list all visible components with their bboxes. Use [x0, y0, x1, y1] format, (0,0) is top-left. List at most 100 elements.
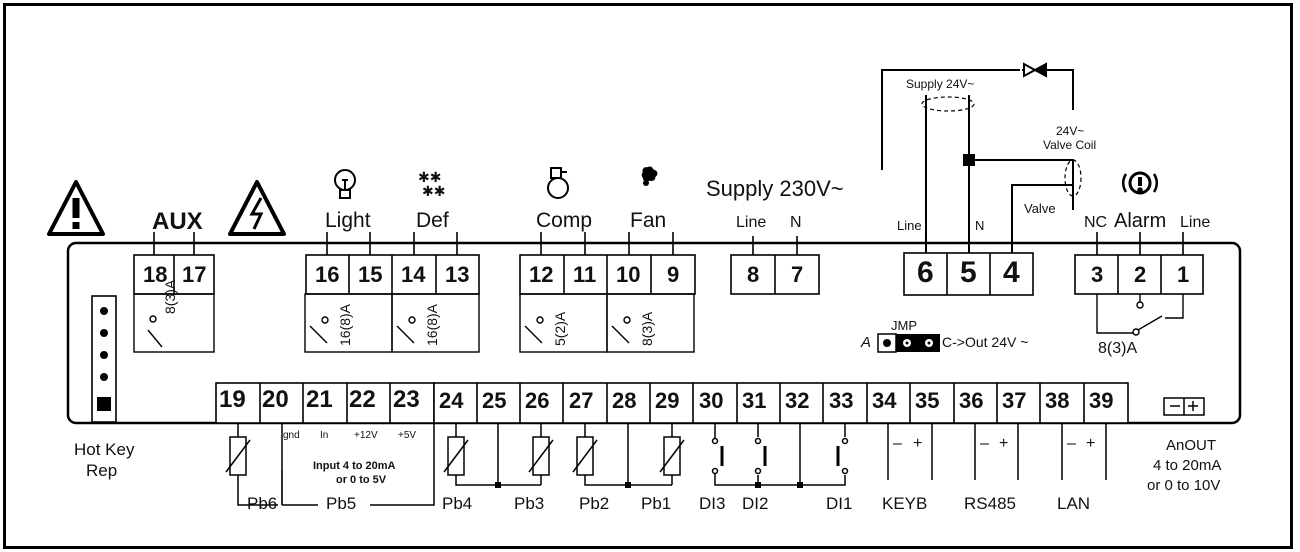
- n-label-b: N: [975, 218, 985, 233]
- rs485-minus: –: [980, 435, 989, 452]
- di1-label: DI1: [826, 494, 853, 513]
- keyb-label: KEYB: [882, 494, 928, 513]
- terminal-2: 2: [1134, 262, 1147, 287]
- pb5-label: Pb5: [326, 494, 357, 513]
- light-label: Light: [325, 209, 371, 232]
- jumper-c-label: C->Out 24V ~: [942, 334, 1029, 350]
- high-voltage-icon: [228, 180, 286, 236]
- line-label-a: Line: [736, 214, 767, 231]
- terminal-26: 26: [525, 388, 550, 413]
- pb5-5v-label: +5V: [398, 430, 417, 441]
- coil-label-1: 24V~: [1056, 124, 1085, 138]
- terminal-17: 17: [182, 262, 207, 287]
- terminal-31: 31: [742, 388, 767, 413]
- hotkey-label-2: Rep: [86, 461, 118, 480]
- terminal-36: 36: [959, 388, 984, 413]
- terminal-39: 39: [1089, 388, 1114, 413]
- comp-rating: 5(2)A: [552, 311, 568, 346]
- pb6-label: Pb6: [247, 494, 278, 513]
- supply-230-label: Supply 230V~: [706, 176, 844, 201]
- anout-terminal: [1163, 397, 1205, 416]
- top-leads: [153, 232, 1184, 255]
- terminal-12: 12: [529, 262, 554, 287]
- anout-label-1: AnOUT: [1166, 437, 1217, 454]
- terminal-6: 6: [917, 256, 934, 289]
- defrost-icon: ✱✱ ✱✱: [418, 169, 445, 199]
- valve-label: Valve: [1024, 201, 1056, 216]
- top-terminal-boxes: [133, 252, 1204, 296]
- fan-rating: 8(3)A: [639, 311, 655, 346]
- pb1-label: Pb1: [641, 494, 672, 513]
- probe-pb2: [572, 436, 598, 476]
- di2-label: DI2: [742, 494, 769, 513]
- twisted-pair-marker: [921, 96, 975, 112]
- anout-label-2: 4 to 20mA: [1153, 457, 1222, 474]
- alarm-icon: [1121, 171, 1159, 195]
- terminal-7: 7: [791, 262, 804, 287]
- terminal-16: 16: [315, 262, 340, 287]
- compressor-icon: [547, 167, 569, 199]
- terminal-15: 15: [358, 262, 383, 287]
- line-label-b: Line: [897, 218, 922, 233]
- hotkey-connector: [91, 295, 117, 423]
- lan-plus: +: [1086, 435, 1096, 452]
- probe-pb6: [225, 436, 251, 476]
- pb5-12v-label: +12V: [354, 430, 378, 441]
- alarm-label: Alarm: [1114, 210, 1167, 232]
- relay-symbols: [133, 293, 1184, 353]
- terminal-21: 21: [306, 386, 333, 413]
- comp-label: Comp: [536, 209, 593, 232]
- supply-24-label: Supply 24V~: [906, 77, 975, 91]
- terminal-9: 9: [667, 262, 680, 287]
- terminal-37: 37: [1002, 388, 1027, 413]
- terminal-1: 1: [1177, 262, 1190, 287]
- terminal-32: 32: [785, 388, 810, 413]
- jumper-block: [877, 333, 940, 353]
- lan-minus: –: [1067, 435, 1076, 452]
- terminal-3: 3: [1091, 262, 1104, 287]
- probe-pb3: [528, 436, 554, 476]
- diagram-frame: [3, 3, 1293, 549]
- terminal-5: 5: [960, 256, 977, 289]
- pb3-label: Pb3: [514, 494, 545, 513]
- terminal-4: 4: [1003, 256, 1020, 289]
- terminal-30: 30: [699, 388, 724, 413]
- fan-label: Fan: [630, 209, 667, 232]
- terminal-25: 25: [482, 388, 507, 413]
- digital-input-contacts: [711, 437, 849, 475]
- pb2-label: Pb2: [579, 494, 610, 513]
- probe-pb4: [443, 436, 469, 476]
- wiring-nodes: [495, 482, 803, 488]
- pb5-gnd-label: gnd: [283, 430, 300, 441]
- jumper-a-label: A: [861, 334, 872, 351]
- nc-label: NC: [1084, 214, 1108, 231]
- terminal-20: 20: [262, 386, 289, 413]
- terminal-23: 23: [393, 386, 420, 413]
- jumper-title: JMP: [891, 318, 917, 333]
- fan-icon: [641, 166, 658, 186]
- rs485-plus: +: [999, 435, 1009, 452]
- def-label: Def: [416, 209, 449, 232]
- di3-label: DI3: [699, 494, 726, 513]
- terminal-27: 27: [569, 388, 594, 413]
- lan-label: LAN: [1057, 494, 1091, 513]
- ntc-probes: [225, 436, 685, 476]
- terminal-13: 13: [445, 262, 470, 287]
- coil-marker: [1064, 159, 1082, 197]
- warning-icon: [47, 180, 105, 236]
- pb5-in-label: In: [320, 430, 329, 441]
- terminal-18: 18: [143, 262, 168, 287]
- line-label-c: Line: [1180, 214, 1211, 231]
- terminal-33: 33: [829, 388, 854, 413]
- pb5-note-1: Input 4 to 20mA: [313, 460, 396, 472]
- terminal-19: 19: [219, 386, 246, 413]
- terminal-24: 24: [439, 388, 464, 413]
- probe-pb1: [659, 436, 685, 476]
- keyb-plus: +: [913, 435, 923, 452]
- aux-label: AUX: [152, 208, 203, 235]
- terminal-28: 28: [612, 388, 637, 413]
- light-rating: 16(8)A: [337, 303, 353, 346]
- def-rating: 16(8)A: [424, 303, 440, 346]
- light-bulb-icon: [334, 169, 356, 199]
